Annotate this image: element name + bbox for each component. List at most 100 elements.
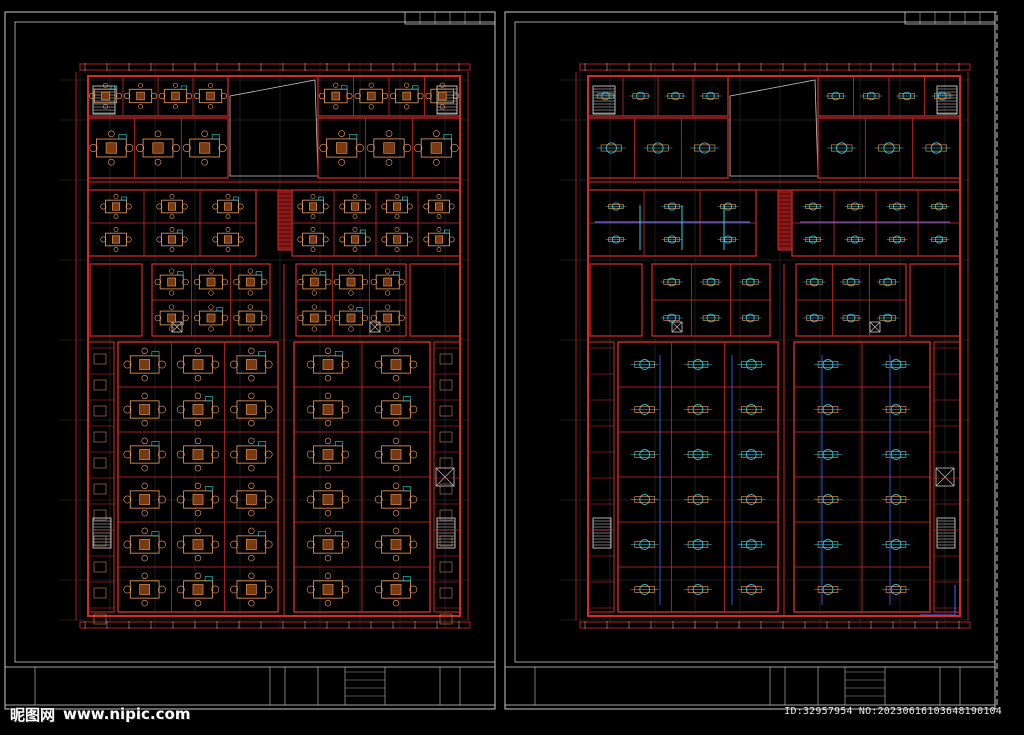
chair [361, 278, 369, 286]
sheet-right [504, 11, 998, 710]
chair [311, 290, 317, 296]
chair [341, 405, 350, 414]
chair [181, 236, 188, 243]
side-furniture [439, 457, 453, 469]
chair [339, 203, 346, 210]
chair [123, 540, 132, 549]
chair [322, 203, 329, 210]
chair [348, 268, 354, 274]
chair [361, 314, 369, 322]
side-furniture [439, 353, 453, 365]
chair [338, 130, 345, 137]
side-furniture [439, 431, 453, 443]
monitor [334, 441, 343, 447]
chair [154, 278, 162, 286]
chair [211, 360, 220, 369]
chair [88, 92, 96, 100]
monitor [151, 531, 160, 537]
chair [423, 236, 430, 243]
chair [248, 374, 255, 382]
chair [141, 374, 148, 382]
lift-mid-right [869, 321, 881, 333]
chair [193, 92, 201, 100]
desk-cluster [159, 274, 184, 290]
chair [136, 143, 145, 153]
monitor [402, 396, 411, 402]
chair [141, 347, 148, 355]
chair [409, 360, 418, 369]
chair [310, 194, 316, 199]
chair [247, 326, 253, 332]
desk-cluster [183, 535, 213, 554]
chair [392, 347, 400, 355]
room-upper-left [87, 117, 229, 179]
chair [392, 527, 400, 535]
desk-cluster [386, 232, 408, 247]
chair [141, 509, 148, 517]
monitor [151, 441, 160, 447]
monitor [258, 441, 267, 447]
chair [404, 82, 410, 88]
desk-block [383, 277, 392, 287]
desk-block [435, 235, 443, 244]
chair [260, 314, 268, 322]
monitor [204, 396, 213, 402]
chair [176, 585, 185, 594]
chair [394, 214, 400, 219]
desk-block [322, 404, 334, 415]
monitor [180, 85, 188, 90]
chair [409, 405, 418, 414]
chair [392, 509, 400, 517]
desk-cluster [128, 88, 153, 104]
chair [211, 540, 220, 549]
chair [370, 314, 378, 322]
monitor [402, 486, 411, 492]
desk-cluster [236, 490, 267, 509]
chair [352, 247, 358, 252]
chair [225, 247, 231, 252]
chair [439, 82, 445, 88]
chair [201, 158, 208, 166]
dimension-strip-top [79, 63, 471, 71]
desk-cluster [339, 310, 363, 326]
chair [218, 143, 227, 153]
stair-top-right [436, 85, 458, 115]
chair [108, 130, 115, 138]
chair [100, 203, 107, 210]
desk-block [310, 277, 319, 287]
chair [208, 326, 214, 332]
chair [324, 437, 332, 445]
chair [333, 82, 339, 88]
chair [211, 495, 220, 504]
chair [433, 130, 440, 137]
side-furniture [439, 561, 453, 573]
chair [212, 236, 219, 243]
chair [324, 374, 332, 382]
desk-block [139, 449, 151, 460]
chair [141, 419, 148, 427]
desk-block [192, 404, 204, 415]
chair [247, 304, 253, 310]
chair [381, 92, 389, 100]
side-furniture [93, 431, 107, 443]
chair [324, 464, 332, 472]
desk-cluster [313, 535, 343, 554]
chair [194, 599, 202, 607]
title-block [4, 666, 496, 706]
desk-block [393, 202, 401, 211]
chair [409, 585, 418, 594]
lift-cross [935, 467, 955, 487]
chair [248, 347, 255, 355]
chair [181, 203, 188, 210]
chair [297, 236, 304, 243]
chair [158, 92, 166, 100]
desk-cluster [381, 445, 411, 464]
desk-block [390, 404, 402, 415]
desk-cluster [375, 274, 400, 290]
chair [230, 360, 238, 369]
chair [436, 247, 442, 252]
chair [208, 268, 214, 274]
chair [385, 290, 391, 296]
chair [247, 290, 253, 296]
chair [374, 450, 383, 459]
